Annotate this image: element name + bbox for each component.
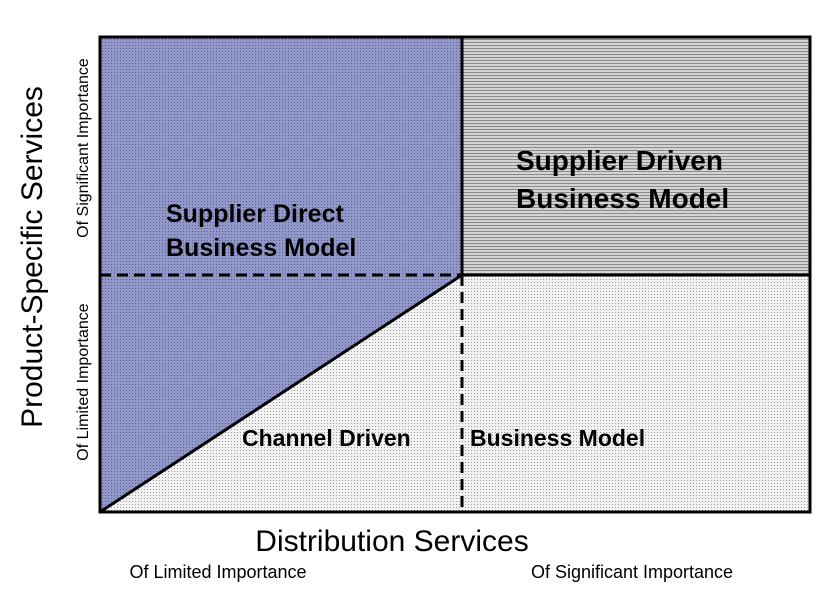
x-level-significant: Of Significant Importance — [531, 562, 733, 582]
y-axis-title: Product-Specific Services — [16, 86, 49, 428]
supplier-driven-label-line1: Supplier Driven — [516, 145, 723, 176]
y-level-significant: Of Significant Importance — [75, 58, 92, 238]
x-axis-title: Distribution Services — [255, 525, 528, 558]
supplier-direct-label-line2: Business Model — [166, 234, 356, 262]
x-level-limited: Of Limited Importance — [129, 562, 306, 582]
channel-driven-label-left: Channel Driven — [242, 425, 411, 451]
y-level-limited: Of Limited Importance — [75, 303, 92, 461]
supplier-direct-label-line1: Supplier Direct — [166, 200, 344, 228]
diagonal-boundary — [99, 273, 463, 514]
channel-driven-region — [100, 275, 810, 512]
supplier-driven-label-line2: Business Model — [516, 183, 729, 214]
supplier-driven-region — [462, 37, 810, 275]
channel-driven-label-right: Business Model — [470, 425, 645, 451]
